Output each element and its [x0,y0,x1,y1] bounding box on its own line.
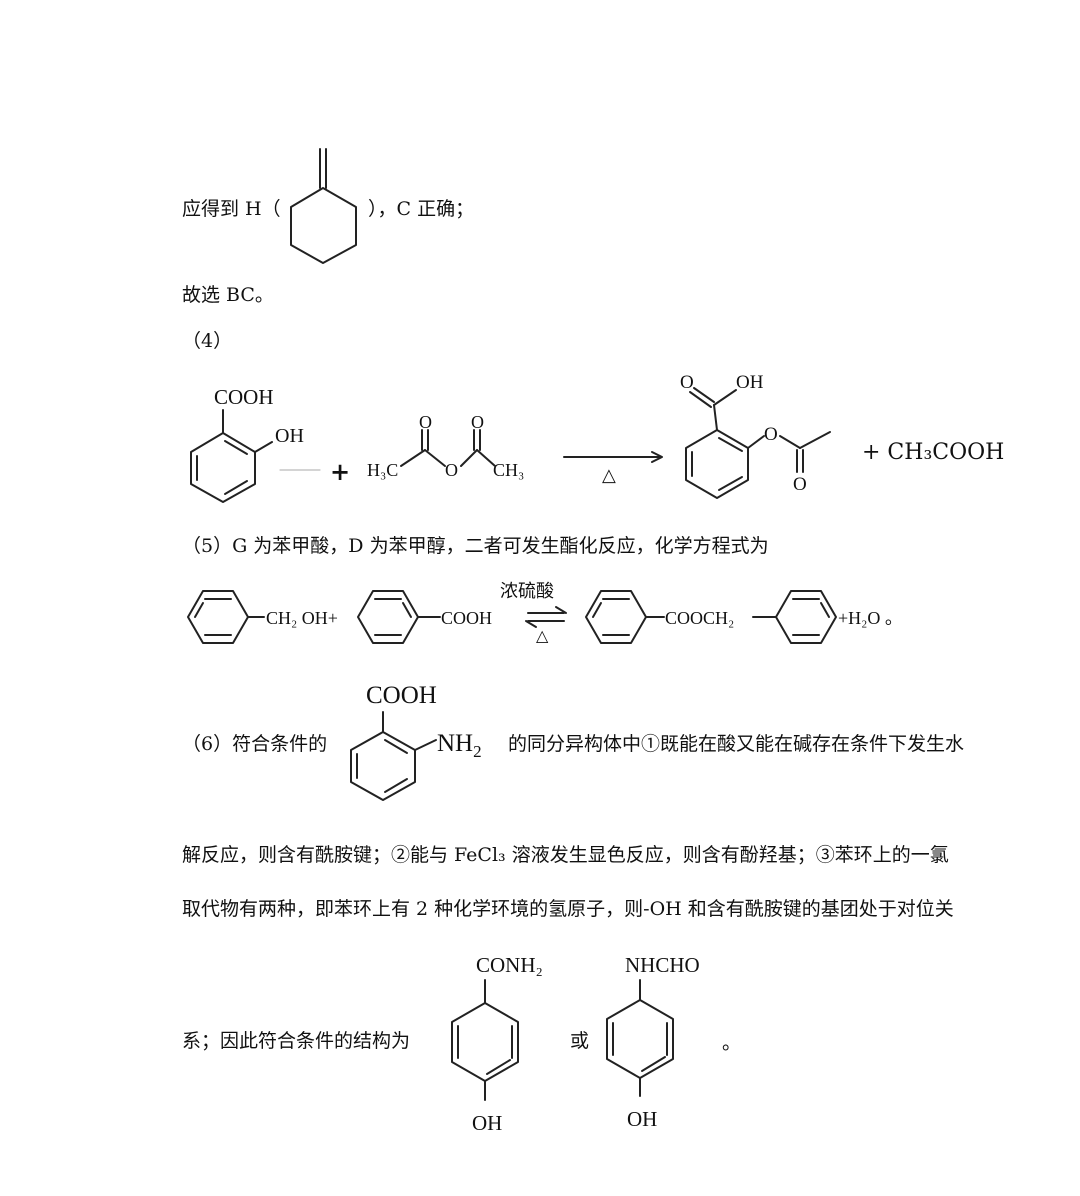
salicylic-cooh: COOH [214,385,274,409]
sec5-catalyst: 浓硫酸 [500,581,554,602]
struct2-bottom: OH [627,1107,657,1131]
sec6-cooh: COOH [366,682,437,709]
hydroxybenzamide-structure: CONH₂ OH [451,953,543,1135]
sec6-label: （6）符合条件的 [182,733,328,755]
aspirin-o-top: O [680,372,694,393]
sec6-line4-start: 系；因此符合条件的结构为 [182,1030,411,1052]
acetic-anhydride-structure: H₃C O O O CH₃ [367,412,524,480]
sec4-heat: △ [602,465,616,485]
sec6-end: 。 [722,1032,742,1054]
esterification-equation: CH₂ OH+ COOH 浓硫酸 △ COOCH₂ +H₂O 。 [187,581,903,645]
sec6-nh2: NH2 [437,730,482,761]
sec6-line3: 取代物有两种，即苯环上有 2 种化学环境的氢原子，则-OH 和含有酰胺键的基团处… [182,898,954,920]
sec5-cooh: COOH [441,608,492,628]
anhydride-o-left: O [419,412,432,432]
sec4-plus: + [330,457,351,486]
aspirin-o-carbonyl: O [793,474,807,495]
sec3-text-before: 应得到 H（ [182,198,281,220]
anhydride-h3c: H₃C [367,460,398,480]
sec5-water: +H₂O 。 [838,608,903,628]
sec4-label: （4） [182,330,233,352]
aspirin-structure: O OH O O [680,372,831,499]
sec4-byproduct: + CH₃COOH [862,440,1005,465]
sec6-line1-after: 的同分异构体中①既能在酸又能在碱存在条件下发生水 [508,733,965,755]
sec5-ester: COOCH₂ [665,608,734,628]
anhydride-ch3: CH₃ [493,460,524,480]
reaction-arrow: △ [563,451,663,485]
struct1-top: CONH₂ [476,953,543,977]
sec6-or: 或 [570,1030,590,1052]
struct1-bottom: OH [472,1111,502,1135]
hydroxyformanilide-structure: NHCHO OH [606,953,700,1131]
sec6-line2: 解反应，则含有酰胺键；②能与 FeCl₃ 溶液发生显色反应，则含有酚羟基；③苯环… [182,844,949,866]
salicylic-oh: OH [275,425,304,447]
anthranilic-acid-structure: COOH NH2 [350,682,482,801]
anhydride-o-bridge: O [445,460,458,480]
anhydride-o-right: O [471,412,484,432]
methylenecyclohexane-structure [290,148,357,264]
sec5-heat: △ [536,628,549,645]
sec3-text-after: ），C 正确； [368,198,475,220]
sec5-line: （5）G 为苯甲酸，D 为苯甲醇，二者可发生酯化反应，化学方程式为 [182,535,769,557]
sec6-nh2-main: NH [437,730,473,757]
sec5-ch2oh: CH₂ OH+ [266,608,338,628]
aspirin-oh: OH [736,372,764,393]
sec6-nh2-sub: 2 [473,742,482,761]
sec3-answer: 故选 BC。 [182,284,274,306]
struct2-top: NHCHO [625,953,700,977]
salicylic-acid-structure: COOH OH [190,385,321,503]
aspirin-o-ester: O [764,424,778,445]
